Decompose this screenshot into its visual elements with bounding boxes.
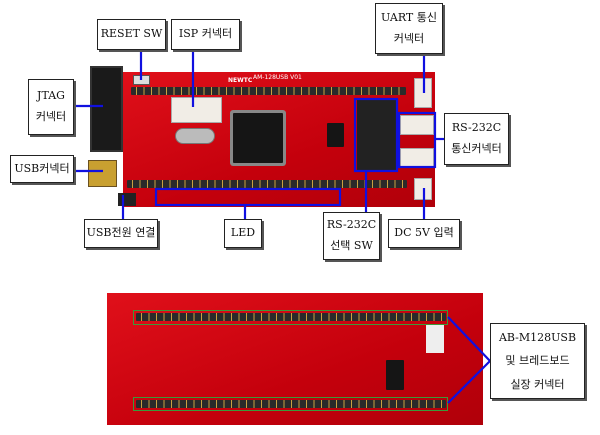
jtag-header (90, 66, 123, 152)
max232-chip (327, 123, 344, 147)
label-rs232-select-sw: RS-232C 선택 SW (323, 212, 380, 260)
bottom-board-header-top (136, 313, 446, 321)
rs232-select-switches (357, 100, 397, 170)
brand-logo: NEWTC (228, 77, 253, 84)
label-usb-connector: USB커넥터 (10, 155, 74, 183)
bottom-board-header-bottom (136, 400, 446, 408)
mcu-chip (233, 113, 283, 163)
label-uart-connector: UART 통신 커넥터 (375, 3, 443, 54)
label-led: LED (224, 219, 262, 248)
usb-connector (88, 160, 117, 187)
isp-pad-area (426, 325, 444, 353)
board-silkscreen: AM-128USB V01 (253, 74, 302, 81)
label-header-connector: AB-M128USB 및 브레드보드 실장 커넥터 (490, 323, 585, 399)
label-dc5v-input: DC 5V 입력 (388, 219, 460, 248)
label-usb-power: USB전원 연결 (84, 219, 158, 248)
rs232-connector-1 (400, 115, 434, 135)
top-pin-row (131, 87, 406, 95)
label-jtag-connector: JTAG 커넥터 (28, 79, 74, 135)
label-isp-connector: ISP 커넥터 (171, 19, 240, 50)
crystal (175, 128, 215, 144)
usb-chip (386, 360, 404, 390)
header-highlight-bottom (133, 397, 448, 411)
label-rs232-connector: RS-232C 통신커넥터 (444, 113, 509, 165)
bottom-pin-row (127, 180, 407, 188)
isp-connector (171, 97, 222, 123)
label-reset-sw: RESET SW (97, 19, 166, 50)
